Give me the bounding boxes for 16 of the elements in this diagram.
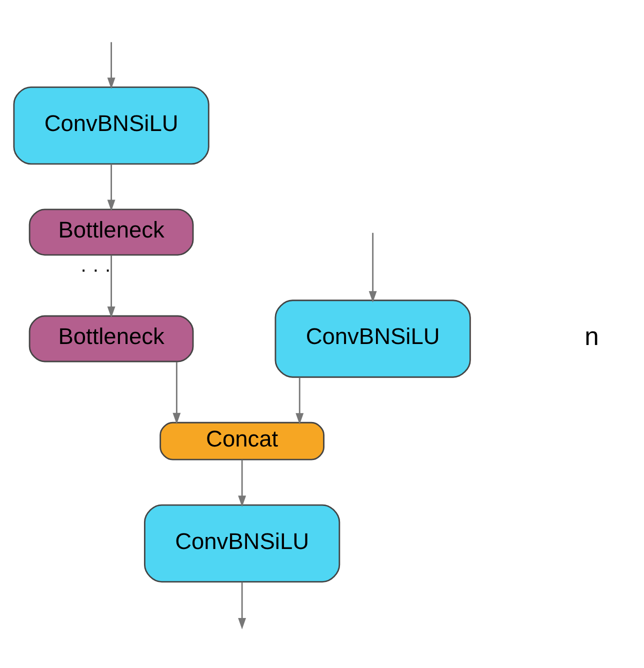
node-box: Bottleneck (28, 208, 194, 256)
arrow (296, 376, 304, 424)
arrow (107, 164, 116, 211)
arrow (368, 232, 377, 302)
arrow (238, 459, 246, 506)
edge-label: · · · (80, 258, 112, 280)
node-box: ConvBNSiLU (144, 504, 340, 582)
label: n (584, 322, 599, 351)
arrow (107, 254, 116, 318)
node-box: Bottleneck (28, 314, 194, 362)
node-box: Concat (160, 421, 324, 460)
arrow (172, 362, 181, 424)
node-box: ConvBNSiLU (274, 299, 471, 378)
arrow (107, 42, 116, 89)
node-box: ConvBNSiLU (13, 86, 210, 164)
arrow (238, 582, 246, 629)
